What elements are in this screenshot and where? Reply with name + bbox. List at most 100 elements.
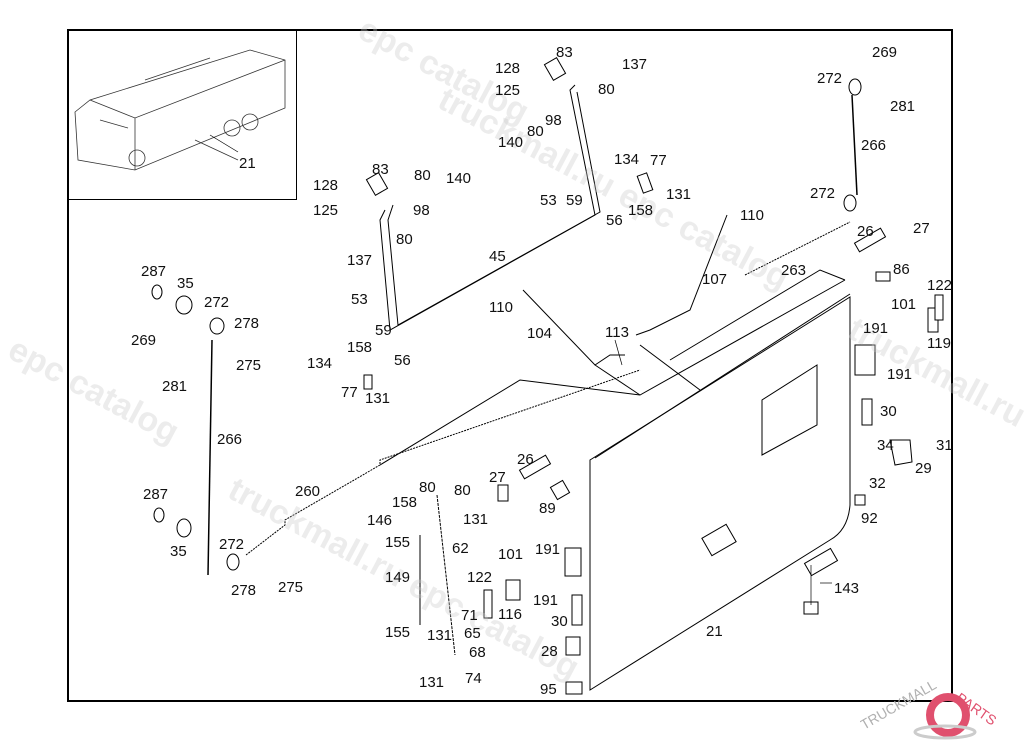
part-callout-71[interactable]: 71	[461, 607, 478, 624]
gas-strut-62	[436, 494, 456, 656]
part-callout-272[interactable]: 272	[817, 70, 843, 87]
part-callout-80[interactable]: 80	[527, 123, 544, 140]
part-callout-86[interactable]: 86	[893, 261, 910, 278]
part-callout-80[interactable]: 80	[396, 231, 413, 248]
part-callout-263[interactable]: 263	[781, 262, 807, 279]
part-callout-122[interactable]: 122	[927, 277, 953, 294]
part-callout-26[interactable]: 26	[857, 223, 874, 240]
part-callout-21[interactable]: 21	[706, 623, 723, 640]
part-callout-272[interactable]: 272	[204, 294, 230, 311]
part-callout-32[interactable]: 32	[869, 475, 886, 492]
part-callout-26[interactable]: 26	[517, 451, 534, 468]
part-callout-272[interactable]: 272	[810, 185, 836, 202]
part-callout-116[interactable]: 116	[498, 606, 522, 623]
part-callout-53[interactable]: 53	[540, 192, 557, 209]
part-callout-59[interactable]: 59	[566, 192, 583, 209]
part-callout-146[interactable]: 146	[367, 512, 393, 529]
part-callout-269[interactable]: 269	[131, 332, 157, 349]
part-callout-131[interactable]: 131	[419, 674, 445, 691]
part-callout-80[interactable]: 80	[598, 81, 615, 98]
part-callout-35[interactable]: 35	[170, 543, 187, 560]
part-callout-158[interactable]: 158	[628, 202, 654, 219]
part-callout-143[interactable]: 143	[834, 580, 860, 597]
part-callout-287[interactable]: 287	[143, 486, 169, 503]
part-callout-131[interactable]: 131	[365, 390, 391, 407]
part-callout-149[interactable]: 149	[385, 569, 411, 586]
part-callout-104[interactable]: 104	[527, 325, 553, 342]
part-callout-266[interactable]: 266	[217, 431, 243, 448]
part-callout-281[interactable]: 281	[162, 378, 188, 395]
part-callout-122[interactable]: 122	[467, 569, 493, 586]
part-callout-77[interactable]: 77	[341, 384, 358, 401]
part-callout-35[interactable]: 35	[177, 275, 194, 292]
part-callout-56[interactable]: 56	[394, 352, 411, 369]
part-callout-260[interactable]: 260	[295, 483, 321, 500]
part-callout-140[interactable]: 140	[498, 134, 524, 151]
part-callout-34[interactable]: 34	[877, 437, 894, 454]
part-callout-98[interactable]: 98	[413, 202, 430, 219]
part-callout-45[interactable]: 45	[489, 248, 506, 265]
part-callout-128[interactable]: 128	[313, 177, 339, 194]
part-callout-74[interactable]: 74	[465, 670, 482, 687]
part-callout-80[interactable]: 80	[454, 482, 471, 499]
part-callout-140[interactable]: 140	[446, 170, 472, 187]
part-callout-191[interactable]: 191	[863, 320, 889, 337]
part-callout-65[interactable]: 65	[464, 625, 481, 642]
part-callout-80[interactable]: 80	[414, 167, 431, 184]
part-callout-119[interactable]: 119	[927, 335, 951, 352]
part-callout-275[interactable]: 275	[236, 357, 262, 374]
part-callout-131[interactable]: 131	[427, 627, 453, 644]
part-callout-59[interactable]: 59	[375, 322, 392, 339]
part-callout-101[interactable]: 101	[891, 296, 917, 313]
part-callout-110[interactable]: 110	[740, 207, 764, 224]
part-callout-98[interactable]: 98	[545, 112, 562, 129]
part-callout-68[interactable]: 68	[469, 644, 486, 661]
part-callout-191[interactable]: 191	[887, 366, 913, 383]
part-callout-110[interactable]: 110	[489, 299, 513, 316]
part-callout-128[interactable]: 128	[495, 60, 521, 77]
part-callout-30[interactable]: 30	[880, 403, 897, 420]
part-callout-89[interactable]: 89	[539, 500, 556, 517]
part-callout-30[interactable]: 30	[551, 613, 568, 630]
part-callout-27[interactable]: 27	[489, 469, 506, 486]
part-callout-275[interactable]: 275	[278, 579, 304, 596]
part-callout-83[interactable]: 83	[372, 161, 389, 178]
part-callout-131[interactable]: 131	[666, 186, 692, 203]
part-callout-266[interactable]: 266	[861, 137, 887, 154]
part-callout-158[interactable]: 158	[392, 494, 418, 511]
part-callout-53[interactable]: 53	[351, 291, 368, 308]
part-callout-158[interactable]: 158	[347, 339, 373, 356]
part-callout-137[interactable]: 137	[347, 252, 373, 269]
part-callout-278[interactable]: 278	[234, 315, 260, 332]
part-callout-83[interactable]: 83	[556, 44, 573, 61]
part-callout-28[interactable]: 28	[541, 643, 558, 660]
part-callout-155[interactable]: 155	[385, 534, 411, 551]
part-callout-31[interactable]: 31	[936, 437, 953, 454]
inset-part-label[interactable]: 21	[239, 155, 256, 172]
part-callout-125[interactable]: 125	[495, 82, 521, 99]
part-callout-272[interactable]: 272	[219, 536, 245, 553]
part-callout-134[interactable]: 134	[307, 355, 333, 372]
part-callout-125[interactable]: 125	[313, 202, 339, 219]
part-callout-191[interactable]: 191	[535, 541, 561, 558]
part-callout-191[interactable]: 191	[533, 592, 559, 609]
part-callout-62[interactable]: 62	[452, 540, 469, 557]
part-callout-80[interactable]: 80	[419, 479, 436, 496]
part-callout-113[interactable]: 113	[605, 324, 629, 341]
part-callout-287[interactable]: 287	[141, 263, 167, 280]
part-callout-137[interactable]: 137	[622, 56, 648, 73]
part-callout-101[interactable]: 101	[498, 546, 524, 563]
part-callout-27[interactable]: 27	[913, 220, 930, 237]
part-callout-77[interactable]: 77	[650, 152, 667, 169]
part-callout-281[interactable]: 281	[890, 98, 916, 115]
part-callout-269[interactable]: 269	[872, 44, 898, 61]
part-callout-29[interactable]: 29	[915, 460, 932, 477]
part-callout-56[interactable]: 56	[606, 212, 623, 229]
part-callout-95[interactable]: 95	[540, 681, 557, 698]
part-callout-92[interactable]: 92	[861, 510, 878, 527]
part-callout-131[interactable]: 131	[463, 511, 489, 528]
part-callout-155[interactable]: 155	[385, 624, 411, 641]
part-callout-134[interactable]: 134	[614, 151, 640, 168]
part-callout-107[interactable]: 107	[702, 271, 728, 288]
part-callout-278[interactable]: 278	[231, 582, 257, 599]
